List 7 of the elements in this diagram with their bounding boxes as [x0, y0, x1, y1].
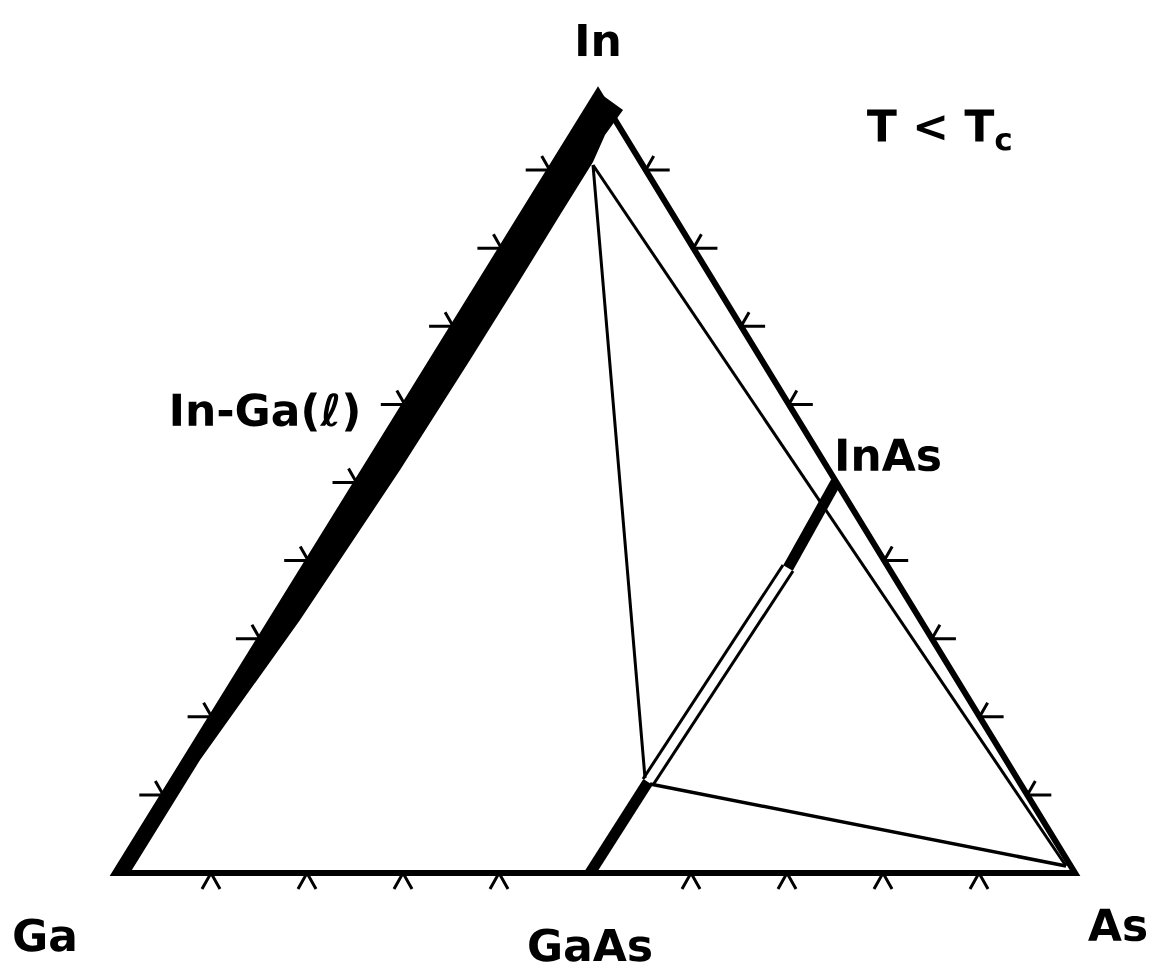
vertex-label: As [1088, 908, 1147, 942]
vertex-label: In [578, 23, 619, 57]
vertex-label: Ga [14, 918, 75, 952]
phase-label: In-Ga(ℓ) [172, 392, 358, 432]
compound-label: GaAs [529, 928, 651, 962]
condition-label: T < T$_{c}$ [867, 109, 1011, 151]
compound-label: InAs [838, 438, 940, 472]
